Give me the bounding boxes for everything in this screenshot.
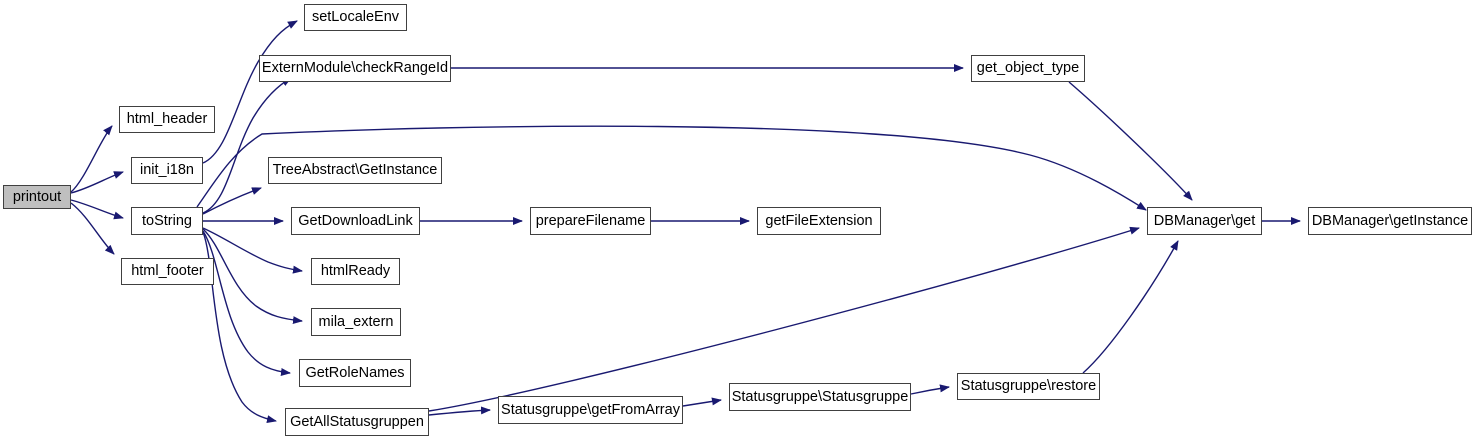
graph-node-label: Statusgruppe\getFromArray [501, 401, 680, 418]
graph-edge-getFromArray-to-statusgruppe [682, 397, 722, 407]
graph-node-label: DBManager\getInstance [1311, 212, 1469, 229]
graph-node-label: html_footer [131, 263, 204, 280]
graph-node-getAllStatus[interactable]: GetAllStatusgruppen [285, 408, 429, 436]
graph-node-toString[interactable]: toString [131, 207, 203, 235]
graph-node-getFileExt[interactable]: getFileExtension [757, 207, 881, 235]
graph-node-label: prepareFilename [535, 212, 646, 229]
graph-node-objectType[interactable]: get_object_type [971, 55, 1085, 82]
graph-node-restore[interactable]: Statusgruppe\restore [957, 373, 1100, 400]
graph-edge-toString-to-treeAbstract [202, 187, 262, 215]
graph-node-label: ExternModule\checkRangeId [261, 60, 449, 77]
graph-node-label: TreeAbstract\GetInstance [272, 162, 438, 179]
graph-edge-printout-to-init_i18n [70, 171, 124, 194]
graph-node-label: htmlReady [320, 263, 391, 280]
graph-edge-toString-to-checkRangeId [202, 77, 292, 214]
graph-edge-printout-to-toString [70, 199, 124, 220]
graph-node-label: setLocaleEnv [311, 9, 400, 26]
graph-edge-toString-to-mila_extern [202, 228, 303, 325]
graph-node-label: init_i18n [139, 162, 194, 179]
graph-node-dbGet[interactable]: DBManager\get [1147, 207, 1262, 235]
graph-node-mila_extern[interactable]: mila_extern [311, 308, 401, 336]
graph-node-prepareFile[interactable]: prepareFilename [530, 207, 651, 235]
graph-edge-printout-to-html_footer [70, 202, 115, 255]
graph-node-label: GetRoleNames [305, 364, 405, 381]
graph-node-label: printout [12, 188, 62, 205]
graph-node-getDownload[interactable]: GetDownloadLink [291, 207, 420, 235]
graph-node-htmlReady[interactable]: htmlReady [311, 258, 400, 285]
graph-node-dbGetInstance[interactable]: DBManager\getInstance [1308, 207, 1472, 235]
graph-edge-getAllStatus-to-getFromArray [428, 406, 491, 416]
graph-edges [70, 20, 1301, 424]
graph-node-treeAbstract[interactable]: TreeAbstract\GetInstance [268, 157, 442, 184]
graph-node-printout[interactable]: printout [3, 185, 71, 209]
graph-edge-statusgruppe-to-restore [910, 384, 950, 395]
graph-node-getRoleNames[interactable]: GetRoleNames [299, 359, 411, 387]
graph-node-label: DBManager\get [1153, 212, 1256, 229]
graph-edge-restore-to-dbGet [1082, 240, 1179, 374]
graph-node-label: GetAllStatusgruppen [290, 413, 424, 430]
graph-node-html_footer[interactable]: html_footer [121, 258, 214, 285]
graph-node-init_i18n[interactable]: init_i18n [131, 157, 203, 184]
graph-node-setLocaleEnv[interactable]: setLocaleEnv [304, 4, 407, 31]
graph-edge-init_i18n-to-setLocaleEnv [202, 20, 298, 164]
graph-node-checkRangeId[interactable]: ExternModule\checkRangeId [259, 55, 451, 82]
graph-edge-printout-to-html_header [70, 125, 113, 193]
graph-node-label: get_object_type [976, 60, 1080, 77]
graph-node-label: toString [142, 212, 192, 229]
graph-edge-toString-to-getRoleNames [202, 230, 291, 376]
graph-edge-toString-to-dbGet [196, 125, 1147, 211]
graph-edge-objectType-to-dbGet [1068, 81, 1193, 201]
graph-edge-toString-to-htmlReady [202, 227, 303, 274]
graph-node-html_header[interactable]: html_header [119, 106, 215, 133]
graph-node-label: mila_extern [318, 313, 394, 330]
graph-node-label: html_header [126, 111, 208, 128]
graph-node-getFromArray[interactable]: Statusgruppe\getFromArray [498, 396, 683, 424]
graph-node-statusgruppe[interactable]: Statusgruppe\Statusgruppe [729, 383, 911, 411]
graph-node-label: Statusgruppe\Statusgruppe [731, 388, 909, 405]
graph-node-label: Statusgruppe\restore [960, 378, 1097, 395]
graph-node-label: getFileExtension [765, 212, 873, 229]
graph-node-label: GetDownloadLink [298, 212, 413, 229]
